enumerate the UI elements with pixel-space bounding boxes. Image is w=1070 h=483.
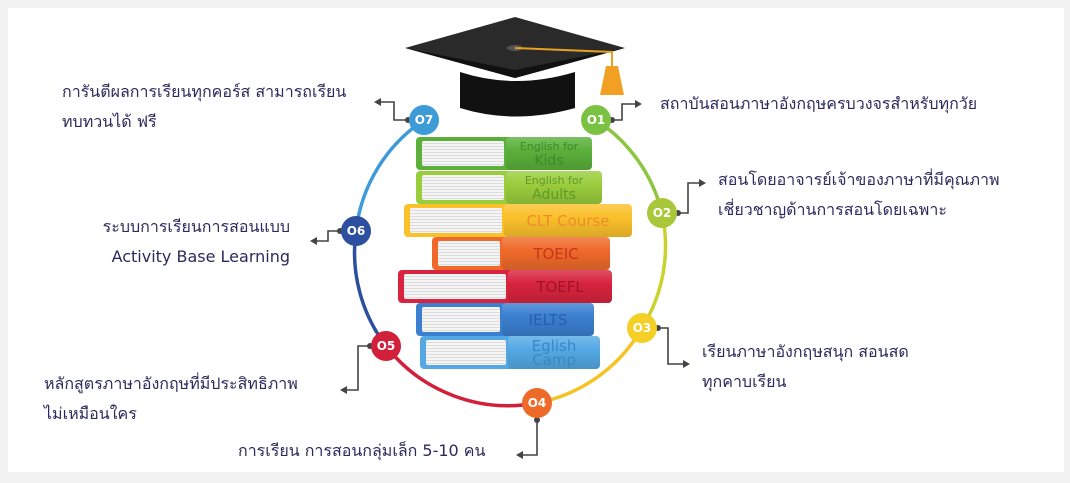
leader-lines bbox=[316, 101, 700, 456]
book-pages bbox=[422, 141, 504, 166]
step-5-badge: O5 bbox=[371, 331, 401, 361]
book-spine: CLT Course bbox=[504, 204, 632, 237]
text-line: ทุกคาบเรียน bbox=[702, 372, 787, 391]
step-5-text: หลักสูตรภาษาอังกฤษที่มีประสิทธิภาพไม่เหม… bbox=[44, 369, 298, 429]
text-line: ไม่เหมือนใคร bbox=[44, 404, 137, 423]
book-clt-course: CLT Course bbox=[404, 204, 632, 237]
book-pages bbox=[404, 274, 506, 299]
step-7-text: การันตีผลการเรียนทุกคอร์ส สามารถเรียนทบท… bbox=[62, 77, 346, 137]
step-6-badge: O6 bbox=[341, 216, 371, 246]
book-pages bbox=[410, 208, 502, 233]
step-2-text: สอนโดยอาจารย์เจ้าของภาษาที่มีคุณภาพเชี่ย… bbox=[718, 165, 1000, 225]
book-title-line1: English for bbox=[519, 139, 579, 153]
book-title-line1: CLT Course bbox=[526, 211, 610, 230]
text-line: การันตีผลการเรียนทุกคอร์ส สามารถเรียน bbox=[62, 82, 347, 101]
book-title-line1: TOEIC bbox=[533, 244, 579, 263]
arc-01-02 bbox=[595, 118, 664, 214]
book-spine: Eglish Camp bbox=[508, 336, 600, 369]
arc-05-06 bbox=[352, 230, 388, 348]
text-line: หลักสูตรภาษาอังกฤษที่มีประสิทธิภาพ bbox=[44, 374, 298, 393]
book-spine: IELTS bbox=[502, 303, 594, 336]
book-spine: TOEIC bbox=[502, 237, 610, 270]
text-line: เรียนภาษาอังกฤษสนุก สอนสด bbox=[702, 342, 909, 361]
graduation-cap-icon bbox=[405, 17, 625, 117]
book-pages bbox=[426, 340, 506, 365]
text-line: ระบบการเรียนการสอนแบบ bbox=[102, 217, 290, 236]
step-2-badge: O2 bbox=[647, 198, 677, 228]
step-4-text: การเรียน การสอนกลุ่มเล็ก 5-10 คน bbox=[238, 436, 485, 466]
step-1-text: สถาบันสอนภาษาอังกฤษครบวงจรสำหรับทุกวัย bbox=[660, 89, 977, 119]
book-pages bbox=[438, 241, 500, 266]
step-3-badge: O3 bbox=[627, 313, 657, 343]
step-1-badge: O1 bbox=[581, 105, 611, 135]
book-title-line1: IELTS bbox=[528, 310, 568, 329]
book-toefl: TOEFL bbox=[398, 270, 612, 303]
text-line: Activity Base Learning bbox=[111, 247, 290, 266]
book-eglish-camp: Eglish Camp bbox=[420, 336, 600, 369]
text-line: สอนโดยอาจารย์เจ้าของภาษาที่มีคุณภาพ bbox=[718, 170, 1000, 189]
book-title-line1: TOEFL bbox=[536, 277, 584, 296]
text-line: สถาบันสอนภาษาอังกฤษครบวงจรสำหรับทุกวัย bbox=[660, 94, 978, 113]
book-pages bbox=[422, 175, 504, 200]
book-title-line1: English for bbox=[524, 173, 584, 187]
text-line: ทบทวนได้ ฟรี bbox=[62, 112, 157, 131]
step-6-text: ระบบการเรียนการสอนแบบ Activity Base Learn… bbox=[100, 212, 290, 272]
book-toeic: TOEIC bbox=[432, 237, 610, 270]
step-3-text: เรียนภาษาอังกฤษสนุก สอนสดทุกคาบเรียน bbox=[702, 337, 909, 397]
book-pages bbox=[422, 307, 500, 332]
book-spine: TOEFL bbox=[508, 270, 612, 303]
arc-04-05 bbox=[384, 344, 538, 408]
text-line: การเรียน การสอนกลุ่มเล็ก 5-10 คน bbox=[238, 441, 486, 460]
text-line: เชี่ยวชาญด้านการสอนโดยเฉพาะ bbox=[718, 200, 947, 219]
step-4-badge: O4 bbox=[522, 388, 552, 418]
arc-02-03 bbox=[640, 212, 668, 329]
step-7-badge: O7 bbox=[409, 105, 439, 135]
book-title-line2: Kids bbox=[534, 152, 564, 169]
book-ielts: IELTS bbox=[416, 303, 594, 336]
book-title-line1: Eglish Camp bbox=[531, 336, 577, 369]
book-title-line2: Adults bbox=[532, 186, 576, 203]
